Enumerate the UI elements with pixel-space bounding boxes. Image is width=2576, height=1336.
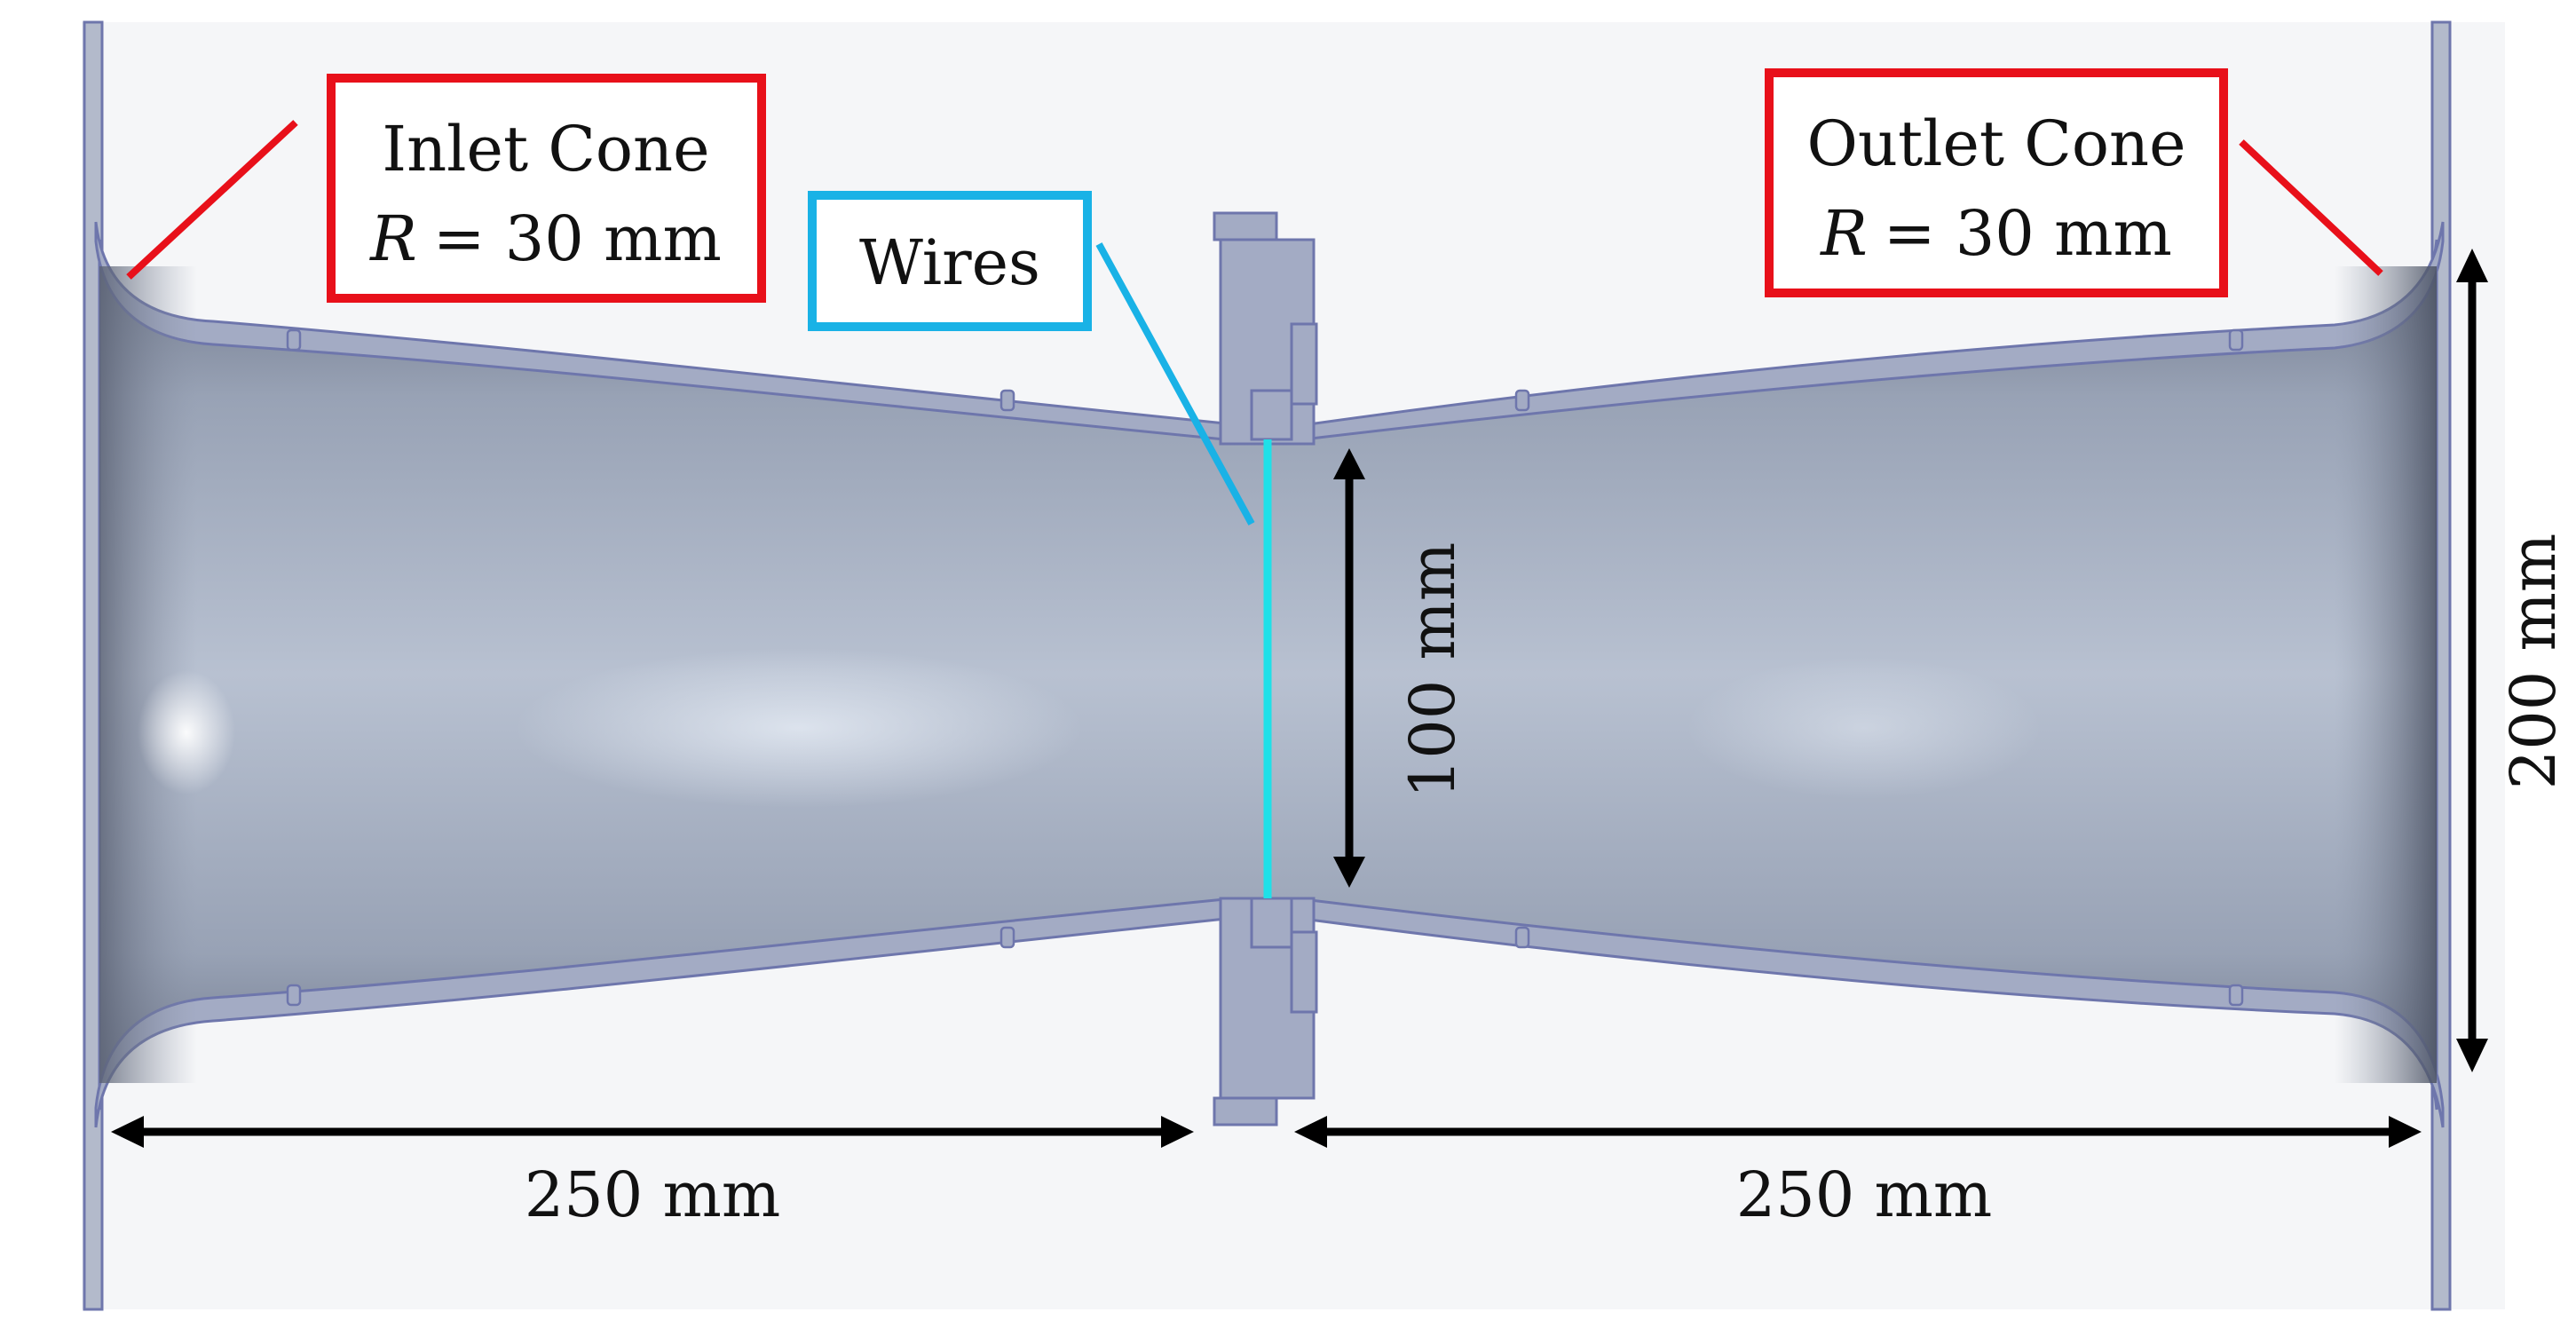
outlet-cone-radius: R= 30 mm (1819, 197, 2172, 270)
inlet-cone-title: Inlet Cone (382, 113, 709, 186)
wires-callout-box (808, 191, 1092, 331)
inlet-cone-leader (126, 120, 298, 280)
duct-top-wall (94, 221, 2445, 442)
wires-label: Wires (859, 226, 1040, 299)
highlight-band-outlet (1687, 657, 2042, 799)
throat-diameter-label: 100 mm (1396, 542, 1469, 799)
dimension-arrows (138, 275, 2477, 1136)
outlet-length-label: 250 mm (1736, 1158, 1993, 1231)
outlet-rim-shade (2335, 266, 2437, 1083)
outlet-cone-leader (2239, 139, 2383, 276)
center-flange (1213, 211, 1318, 1127)
inlet-length-label: 250 mm (525, 1158, 781, 1231)
wall-ribs (286, 328, 2244, 1007)
inlet-cone-callout-box (327, 74, 766, 303)
arrow-heads (111, 249, 2488, 1148)
highlight-spot (138, 670, 235, 794)
highlight-band (515, 648, 1083, 808)
inlet-cone-radius: R= 30 mm (368, 202, 722, 275)
outlet-cone-title: Outlet Cone (1806, 107, 2185, 180)
wires-leader (1095, 242, 1255, 526)
outer-diameter-label: 200 mm (2497, 534, 2570, 790)
duct-bottom-wall (94, 897, 2445, 1128)
outlet-cone-callout-box (1765, 68, 2228, 297)
